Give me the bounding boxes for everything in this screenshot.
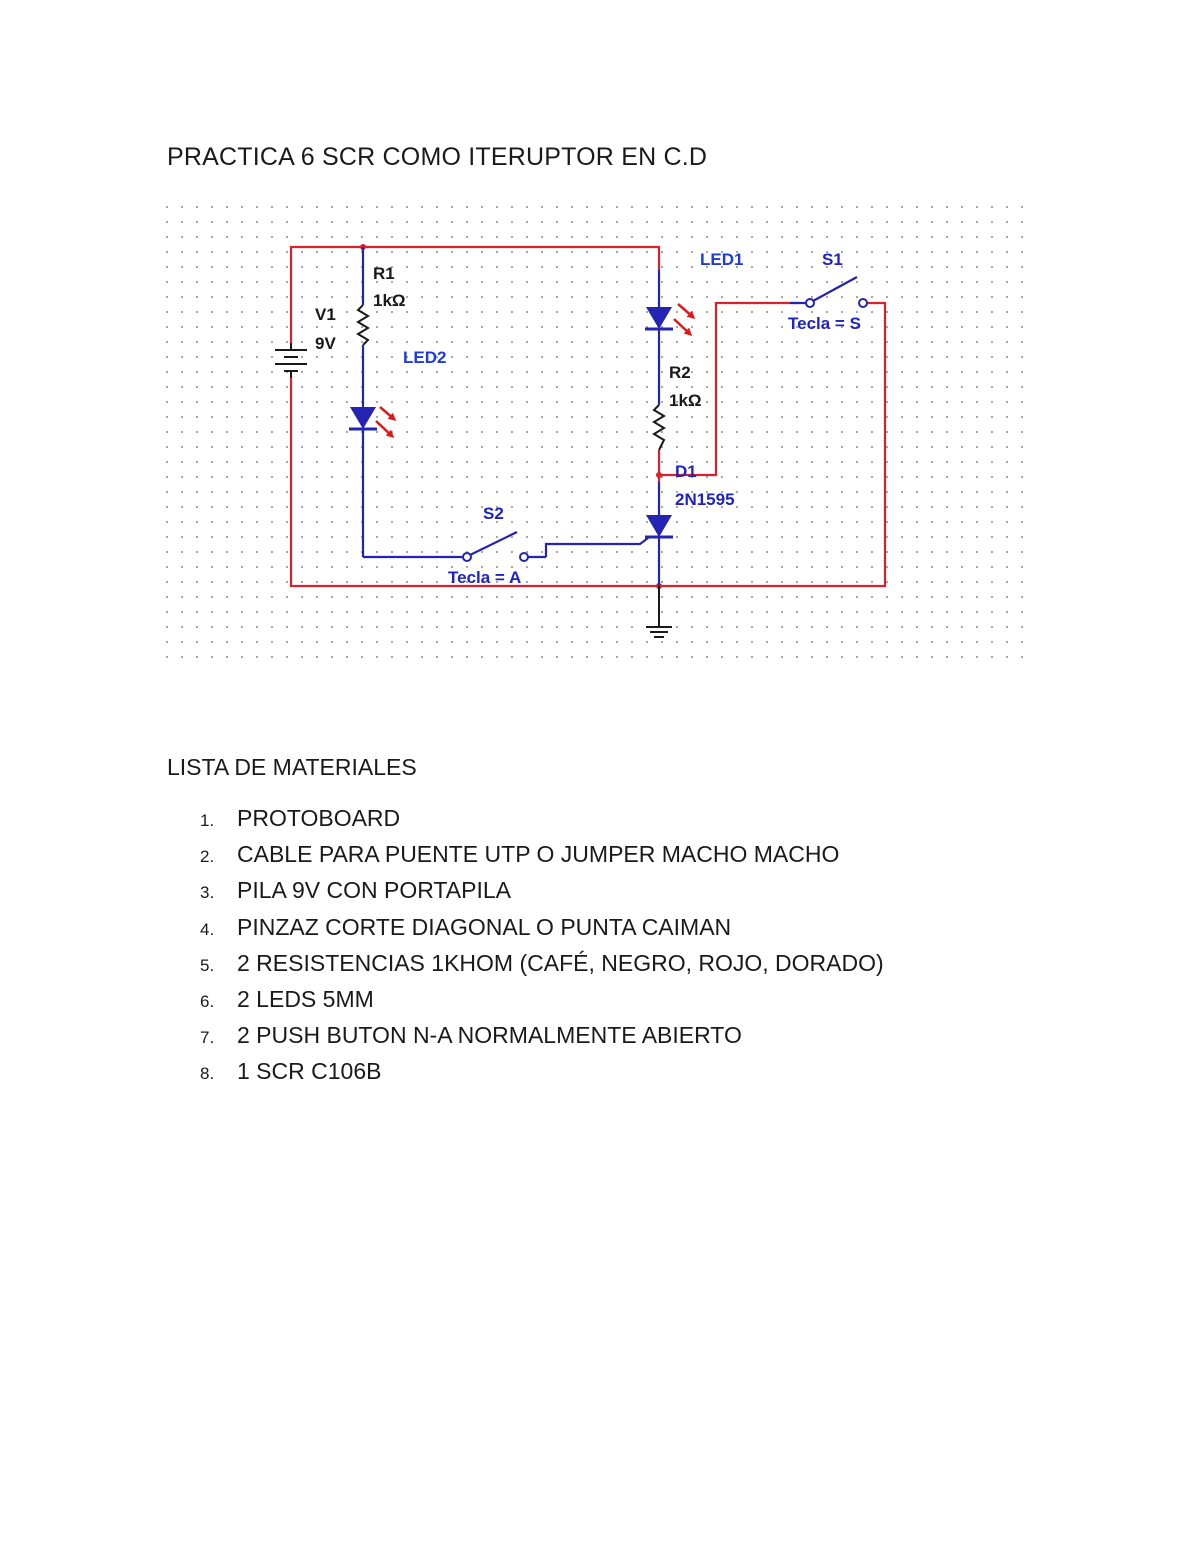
led1-name-label: LED1 xyxy=(700,250,743,269)
led1-symbol xyxy=(646,307,672,329)
s1-name-label: S1 xyxy=(822,250,843,269)
list-item: 6. 2 LEDS 5MM xyxy=(200,986,884,1022)
r1-name-label: R1 xyxy=(373,264,395,283)
list-item-text: PINZAZ CORTE DIAGONAL O PUNTA CAIMAN xyxy=(237,913,732,940)
list-item-number: 6. xyxy=(200,991,215,1011)
list-item: 2. CABLE PARA PUENTE UTP O JUMPER MACHO M… xyxy=(200,841,884,877)
s1-key-label: Tecla = S xyxy=(788,314,861,333)
list-item: 5. 2 RESISTENCIAS 1KHOM (CAFÉ, NEGRO, ROJ… xyxy=(200,950,884,986)
s2-key-label: Tecla = A xyxy=(448,568,521,587)
list-item-text: PROTOBOARD xyxy=(237,805,401,831)
grid-background xyxy=(160,200,1035,665)
s2-name-label: S2 xyxy=(483,504,504,523)
led1-light-arrow xyxy=(677,303,696,319)
led2-light-arrow xyxy=(375,420,395,439)
led2-light-arrow xyxy=(379,406,397,421)
list-item: 7. 2 PUSH BUTON N-A NORMALMENTE ABIERTO xyxy=(200,1022,884,1058)
list-item-text: PILA 9V CON PORTAPILA xyxy=(237,877,511,904)
list-item-text: 2 LEDS 5MM xyxy=(237,985,374,1012)
list-item: 4. PINZAZ CORTE DIAGONAL O PUNTA CAIMAN xyxy=(200,914,884,950)
r1-value-label: 1kΩ xyxy=(373,291,406,310)
junction-dot xyxy=(656,472,662,478)
d1-part-label: 2N1595 xyxy=(675,490,735,509)
led1-light-arrow xyxy=(673,318,693,337)
v1-value-label: 9V xyxy=(315,334,336,353)
led2-symbol xyxy=(350,407,376,429)
r2-value-label: 1kΩ xyxy=(669,391,702,410)
list-item-number: 7. xyxy=(200,1028,215,1048)
materials-heading: LISTA DE MATERIALES xyxy=(167,754,417,780)
resistor-r1-symbol xyxy=(356,304,370,346)
list-item-number: 2. xyxy=(200,847,215,867)
list-item-text: 2 RESISTENCIAS 1KHOM (CAFÉ, NEGRO, ROJO,… xyxy=(237,949,884,976)
list-item-text: 1 SCR C106B xyxy=(237,1058,382,1085)
r1-led2-branch xyxy=(349,247,463,559)
ground-symbol xyxy=(646,586,672,638)
list-item-number: 4. xyxy=(200,919,215,939)
led2-name-label: LED2 xyxy=(403,348,446,367)
list-item: 1. PROTOBOARD xyxy=(200,805,884,841)
battery-v1-symbol xyxy=(275,343,307,378)
scr-d1-symbol xyxy=(645,482,673,586)
circuit-schematic: V1 9V R1 1kΩ LED2 S2 Tecla = A xyxy=(160,200,1035,665)
r2-name-label: R2 xyxy=(669,363,691,382)
led1-r2-branch xyxy=(645,270,696,451)
materials-list: 1. PROTOBOARD 2. CABLE PARA PUENTE UTP O J… xyxy=(200,805,884,1095)
list-item-number: 5. xyxy=(200,955,215,975)
list-item: 3. PILA 9V CON PORTAPILA xyxy=(200,877,884,913)
list-item-text: 2 PUSH BUTON N-A NORMALMENTE ABIERTO xyxy=(237,1022,742,1049)
resistor-r2-symbol xyxy=(652,404,666,451)
document-title: PRACTICA 6 SCR COMO ITERUPTOR EN C.D xyxy=(167,143,708,171)
list-item: 8. 1 SCR C106B xyxy=(200,1058,884,1094)
switch-s2-symbol xyxy=(462,531,649,562)
list-item-number: 3. xyxy=(200,883,215,903)
list-item-text: CABLE PARA PUENTE UTP O JUMPER MACHO MAC… xyxy=(237,841,840,868)
d1-name-label: D1 xyxy=(675,462,697,481)
switch-s1-symbol xyxy=(790,276,868,308)
circuit-wires xyxy=(289,245,887,588)
list-item-number: 8. xyxy=(200,1064,215,1084)
list-item-number: 1. xyxy=(200,811,215,830)
v1-name-label: V1 xyxy=(315,305,336,324)
